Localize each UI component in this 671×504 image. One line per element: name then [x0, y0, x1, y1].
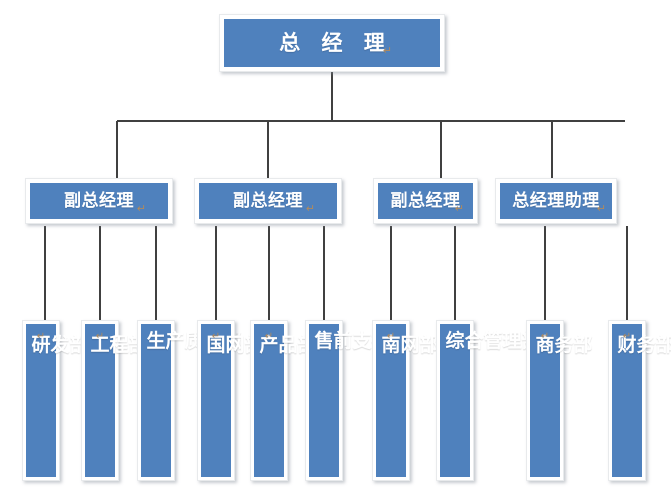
node-state-grid-department[interactable]: ↵ 国网部 — [197, 320, 264, 481]
node-production-quality-department[interactable]: 生产质量部 — [137, 320, 242, 481]
node-label: 售前支持部 — [314, 330, 410, 352]
node-fill: ↵ 南网部 — [376, 324, 439, 477]
node-fill: 总经理助理 ↵ — [500, 183, 612, 219]
node-fill: 总 经 理 ↵ — [224, 19, 440, 67]
node-general-management-department[interactable]: 综合管理部 — [436, 320, 541, 481]
node-rd-department[interactable]: ↵ 研发部 — [22, 320, 89, 481]
node-label: 研发部 — [31, 334, 89, 356]
node-label: 南网部 — [381, 334, 439, 356]
node-fill: ↵ 产品部 — [254, 324, 317, 477]
node-label: 副总经理 — [390, 190, 461, 211]
node-label: 工程部 — [90, 334, 148, 356]
node-label: 国网部 — [206, 334, 264, 356]
node-fill: 副总经理 ↵ — [30, 183, 168, 219]
node-general-manager-assistant[interactable]: 总经理助理 ↵ — [495, 178, 617, 224]
paragraph-mark-icon: ↵ — [136, 202, 146, 215]
node-fill: ↵ 商务部 — [530, 324, 593, 477]
node-finance-department[interactable]: ↵ 财务部 — [608, 320, 671, 481]
node-fill: 售前支持部 — [309, 324, 410, 477]
node-business-department[interactable]: ↵ 商务部 — [526, 320, 593, 481]
node-fill: ↵ 国网部 — [201, 324, 264, 477]
node-label: 财务部 — [617, 334, 671, 356]
node-general-manager[interactable]: 总 经 理 ↵ — [219, 14, 445, 72]
node-fill: 副总经理 ↵ — [378, 183, 473, 219]
node-south-grid-department[interactable]: ↵ 南网部 — [372, 320, 439, 481]
node-fill: 生产质量部 — [141, 324, 242, 477]
node-fill: ↵ 研发部 — [26, 324, 89, 477]
node-fill: ↵ 财务部 — [612, 324, 671, 477]
node-label: 总经理助理 — [512, 190, 600, 211]
paragraph-mark-icon: ↵ — [305, 202, 315, 215]
node-label: 综合管理部 — [445, 330, 541, 352]
node-presales-support-department[interactable]: 售前支持部 — [305, 320, 410, 481]
node-fill: 副总经理 ↵ — [199, 183, 337, 219]
node-deputy-general-manager-3[interactable]: 副总经理 ↵ — [373, 178, 478, 224]
node-fill: 综合管理部 — [440, 324, 541, 477]
node-label: 生产质量部 — [146, 330, 242, 352]
node-label: 总 经 理 — [279, 30, 392, 55]
node-label: 商务部 — [535, 334, 593, 356]
node-engineering-department[interactable]: ↵ 工程部 — [81, 320, 148, 481]
node-label: 副总经理 — [64, 190, 134, 211]
node-label: 副总经理 — [233, 190, 303, 211]
node-fill: ↵ 工程部 — [85, 324, 148, 477]
node-deputy-general-manager-1[interactable]: 副总经理 ↵ — [25, 178, 173, 224]
node-label: 产品部 — [259, 334, 317, 356]
node-deputy-general-manager-2[interactable]: 副总经理 ↵ — [194, 178, 342, 224]
node-product-department[interactable]: ↵ 产品部 — [250, 320, 317, 481]
